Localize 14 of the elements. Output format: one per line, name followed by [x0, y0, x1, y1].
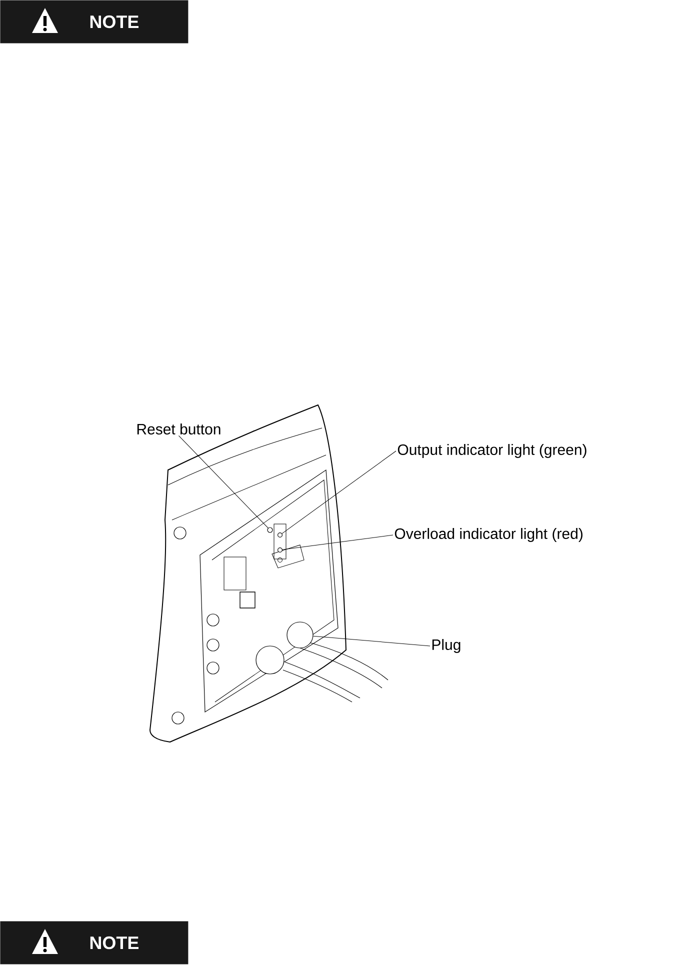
reset-button	[267, 527, 273, 533]
indicator-light	[278, 548, 282, 552]
leader-line	[282, 450, 396, 534]
leader-line	[313, 636, 430, 646]
note-banner: NOTE	[0, 921, 188, 964]
leader-line	[282, 534, 394, 550]
note-banner: NOTE	[0, 0, 188, 44]
callout-label: Reset button	[137, 423, 220, 434]
callout-label: Output indicator light (green)	[398, 444, 586, 458]
indicator-light	[278, 532, 282, 538]
callout-label: Overload indicator light (red)	[394, 528, 582, 542]
callout-label: Plug	[432, 639, 460, 653]
leader-line	[178, 435, 268, 528]
plug	[286, 622, 314, 648]
